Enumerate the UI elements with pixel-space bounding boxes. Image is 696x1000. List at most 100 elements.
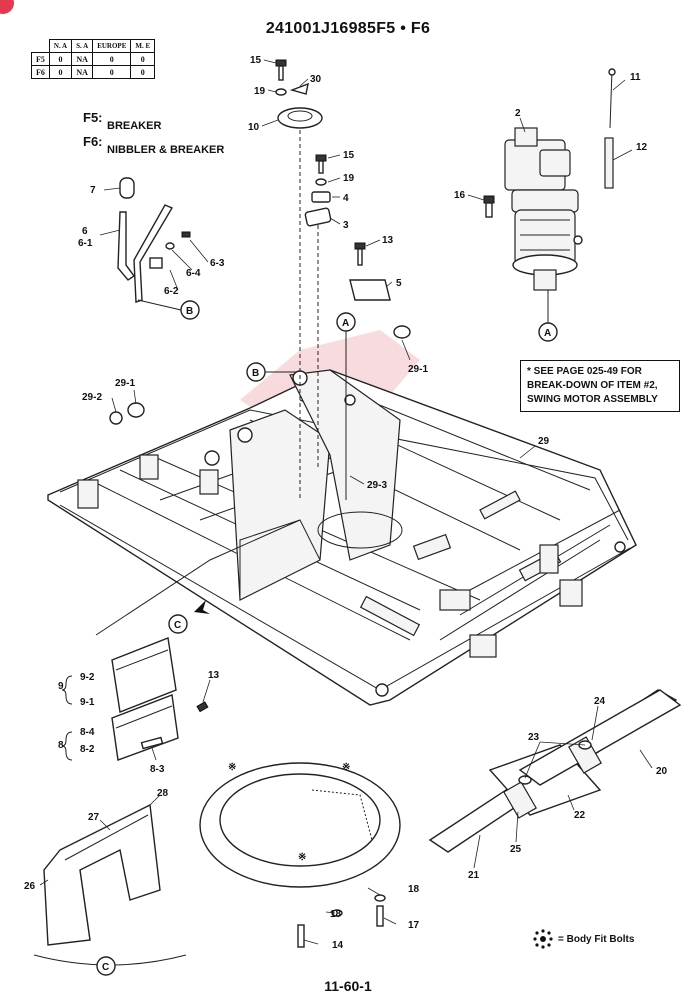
bolt-15-mid	[315, 154, 327, 174]
bolt-16	[483, 195, 495, 218]
callout-14: 14	[332, 940, 344, 951]
callout-labels: 15 30 19 10 15 19 4 3 13 5 2 11 12 16 7 …	[24, 55, 668, 951]
callout-9-2: 9-2	[80, 672, 95, 683]
variant-table-row: F6 0 NA 0 0	[31, 65, 156, 79]
cover-10	[277, 107, 323, 129]
rear-beams-20-25	[428, 689, 682, 853]
variant-value-cell: 0	[130, 52, 156, 66]
callout-15b: 15	[343, 150, 355, 161]
ref-b-line	[137, 299, 182, 311]
callout-11: 11	[630, 72, 641, 83]
bushing-29-1-upper	[393, 325, 411, 339]
callout-6-4: 6-4	[186, 268, 201, 279]
callout-30: 30	[310, 74, 322, 85]
variant-value-cell: 0	[130, 65, 156, 79]
variant-note-f6: F6: NIBBLER & BREAKER	[83, 134, 224, 156]
ref-b-bracket: B	[186, 306, 193, 317]
callout-7: 7	[90, 185, 96, 196]
washer-19-mid	[315, 178, 327, 186]
note-line: SWING MOTOR ASSEMBLY	[527, 394, 658, 405]
cover-8	[111, 694, 179, 761]
legend-label: = Body Fit Bolts	[558, 933, 635, 945]
cover-guide-line	[95, 519, 301, 636]
callout-26: 26	[24, 881, 36, 892]
tube-12	[604, 137, 614, 189]
variant-code: F6:	[83, 134, 103, 149]
clip-30	[289, 82, 309, 95]
variant-value-cell: 0	[92, 52, 132, 66]
grommet-7	[119, 177, 135, 199]
washer-19-top	[275, 88, 287, 96]
variant-table-header: S. A	[71, 39, 94, 53]
variant-description: NIBBLER & BREAKER	[107, 144, 225, 156]
corner-badge	[0, 0, 14, 14]
variant-value-cell: NA	[71, 52, 94, 66]
callout-15a: 15	[250, 55, 262, 66]
variant-table-corner	[31, 39, 50, 53]
variant-value-cell: 0	[92, 65, 132, 79]
bolt-13-lower	[196, 701, 209, 713]
plate-3	[304, 207, 332, 227]
callout-4: 4	[343, 193, 349, 204]
callout-8-3: 8-3	[150, 764, 165, 775]
callout-8-2: 8-2	[80, 744, 95, 755]
callout-9-1: 9-1	[80, 697, 95, 708]
callout-27: 27	[88, 812, 100, 823]
swing-motor-note-box: * SEE PAGE 025-49 FOR BREAK-DOWN OF ITEM…	[520, 360, 680, 412]
callout-12: 12	[636, 142, 648, 153]
callout-18b: 18	[408, 884, 420, 895]
ref-c-counterweight: C	[102, 962, 109, 973]
callout-29-1b: 29-1	[115, 378, 135, 389]
variant-description: BREAKER	[107, 120, 162, 132]
callout-28: 28	[157, 788, 169, 799]
ring-body-fit-marks: ※ ※ ※	[228, 762, 350, 863]
callout-5: 5	[396, 278, 402, 289]
variant-code: F5:	[83, 110, 103, 125]
callout-8-4: 8-4	[80, 727, 95, 738]
cover-9	[111, 637, 177, 713]
bolt-13-top	[354, 242, 366, 266]
callout-29-2: 29-2	[82, 392, 102, 403]
ref-b-frame: B	[252, 368, 259, 379]
ref-c-frame: C	[174, 620, 181, 631]
callout-6-3: 6-3	[210, 258, 225, 269]
callout-25: 25	[510, 844, 522, 855]
ring-mark-1: ※	[228, 762, 236, 773]
swing-bearing-ring	[199, 762, 401, 888]
callout-6-1: 6-1	[78, 238, 93, 249]
leader-lines	[39, 59, 653, 945]
gauge-rod-11	[608, 68, 616, 129]
callout-13a: 13	[382, 235, 394, 246]
bolt-15-top	[275, 59, 287, 81]
variant-value-cell: NA	[71, 65, 94, 79]
variant-availability-table: N. A S. A EUROPE M. E F5 0 NA 0 0 F6 0 N…	[31, 39, 156, 79]
variant-table-header: EUROPE	[92, 39, 132, 53]
body-fit-bolt-symbol-icon	[533, 929, 553, 949]
legend-body-fit-bolts: = Body Fit Bolts	[532, 928, 634, 950]
variant-code-cell: F5	[31, 52, 50, 66]
callout-10: 10	[248, 122, 260, 133]
callout-29: 29	[538, 436, 550, 447]
note-line: BREAK-DOWN OF ITEM #2,	[527, 380, 658, 391]
variant-table-header-row: N. A S. A EUROPE M. E	[31, 39, 156, 53]
callout-24: 24	[594, 696, 606, 707]
ring-mark-3: ※	[298, 852, 306, 863]
page-number: 11-60-1	[324, 978, 372, 994]
bracket-6	[117, 204, 191, 303]
callout-2: 2	[515, 108, 521, 119]
ref-a-frame: A	[342, 318, 349, 329]
callout-6-2: 6-2	[164, 286, 179, 297]
callout-21: 21	[468, 870, 480, 881]
variant-value-cell: 0	[48, 65, 73, 79]
variant-table-row: F5 0 NA 0 0	[31, 52, 156, 66]
note-line: * SEE PAGE 025-49 FOR	[527, 366, 642, 377]
callout-20: 20	[656, 766, 668, 777]
variant-notes: F5: BREAKER F6: NIBBLER & BREAKER	[83, 110, 224, 158]
callout-13b: 13	[208, 670, 220, 681]
document-title: 241001J16985F5 • F6	[265, 20, 431, 37]
callout-3: 3	[343, 220, 349, 231]
callout-22: 22	[574, 810, 586, 821]
reference-markers: A A B B C C	[96, 290, 558, 976]
callout-19a: 19	[254, 86, 266, 97]
